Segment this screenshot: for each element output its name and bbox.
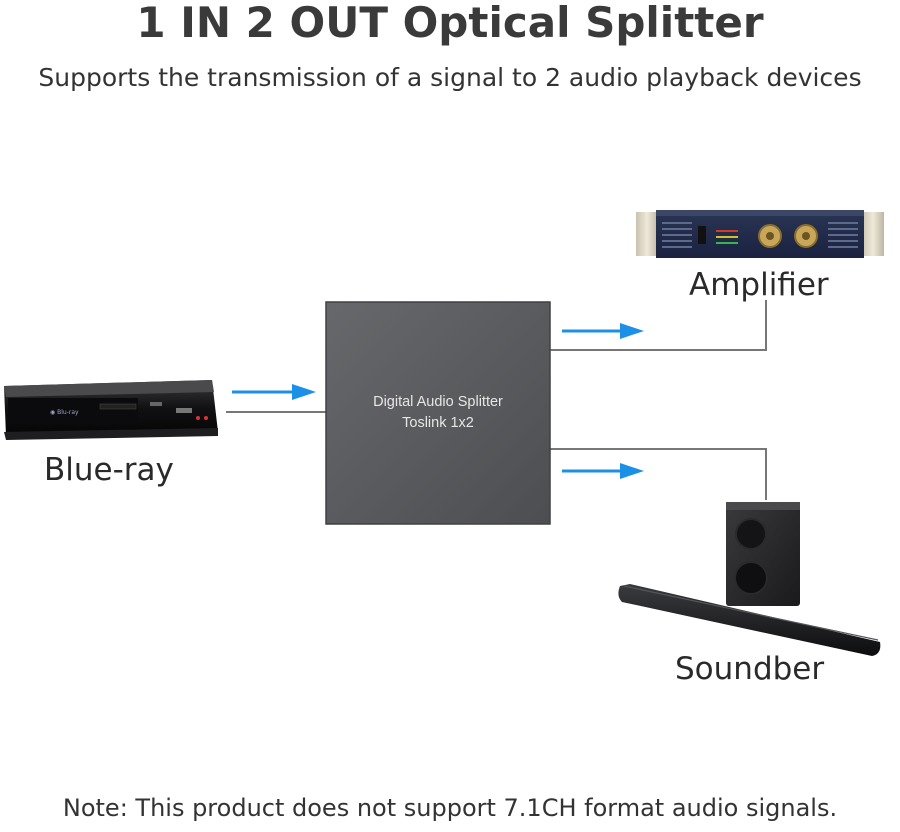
footnote: Note: This product does not support 7.1C… [62,794,838,822]
source-label: Blue-ray [44,452,174,488]
svg-text:◉ Blu-ray: ◉ Blu-ray [50,409,79,416]
input-arrow [232,384,316,400]
amplifier-label: Amplifier [689,267,829,303]
page-subtitle: Supports the transmission of a signal to… [38,63,862,92]
splitter-label-line2: Toslink 1x2 [402,415,474,431]
output-connection-amplifier [550,300,767,351]
soundbar-label: Soundber [675,651,825,687]
output-arrow-soundbar [562,463,644,479]
splitter-label-line1: Digital Audio Splitter [373,394,503,410]
page-title: 1 IN 2 OUT Optical Splitter [136,0,764,47]
soundbar-image [618,584,881,656]
output-arrow-amplifier [562,323,644,339]
splitter-device [325,301,551,525]
subwoofer-image [726,502,800,606]
splitter-label: Digital Audio Splitter Toslink 1x2 [326,392,550,434]
amplifier-image [636,210,884,258]
bluray-player-image: ◉ Blu-ray [4,380,218,440]
output-connection-soundbar [550,448,767,500]
